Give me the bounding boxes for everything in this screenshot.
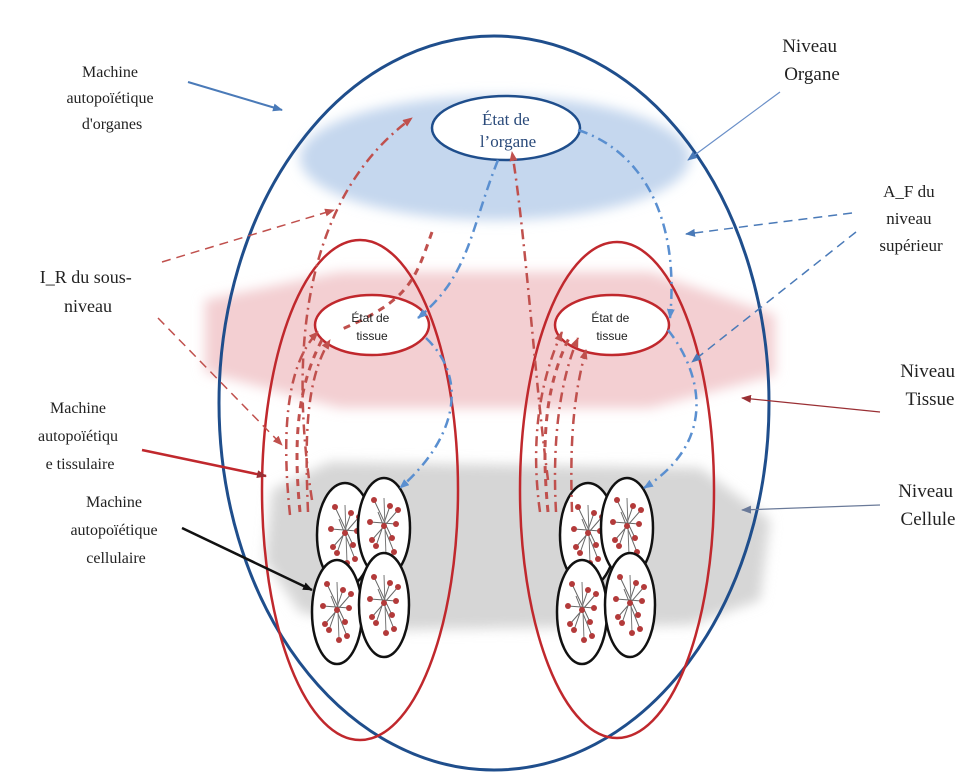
label-organ-machine: Machine autopoïétique d'organes [66,64,157,133]
pointer-niveau-organe [688,92,780,160]
tissue-state-right-node [555,295,669,355]
pointer-organ-machine [188,82,282,110]
tissue-level-band [205,272,775,408]
pointer-tissue-machine [142,450,266,476]
pointer-niveau-tissue [742,398,880,412]
label-niveau-organe: Niveau Organe [782,36,842,85]
label-niveau-cellule: Niveau Cellule [898,481,958,530]
label-tissue-machine: Machine autopoïétiqu e tissulaire [38,400,122,473]
tissue-state-left-node [315,295,429,355]
label-ir-sous-niveau: I_R du sous- niveau [40,267,137,316]
label-cell-machine: Machine autopoïétique cellulaire [70,494,161,567]
cell-cluster-left [312,478,410,664]
label-af-superieur: A_F du niveau supérieur [879,182,943,255]
label-niveau-tissue: Niveau Tissue [900,361,960,410]
pointer-niveau-cellule [742,505,880,510]
pointer-af-1 [686,213,852,234]
